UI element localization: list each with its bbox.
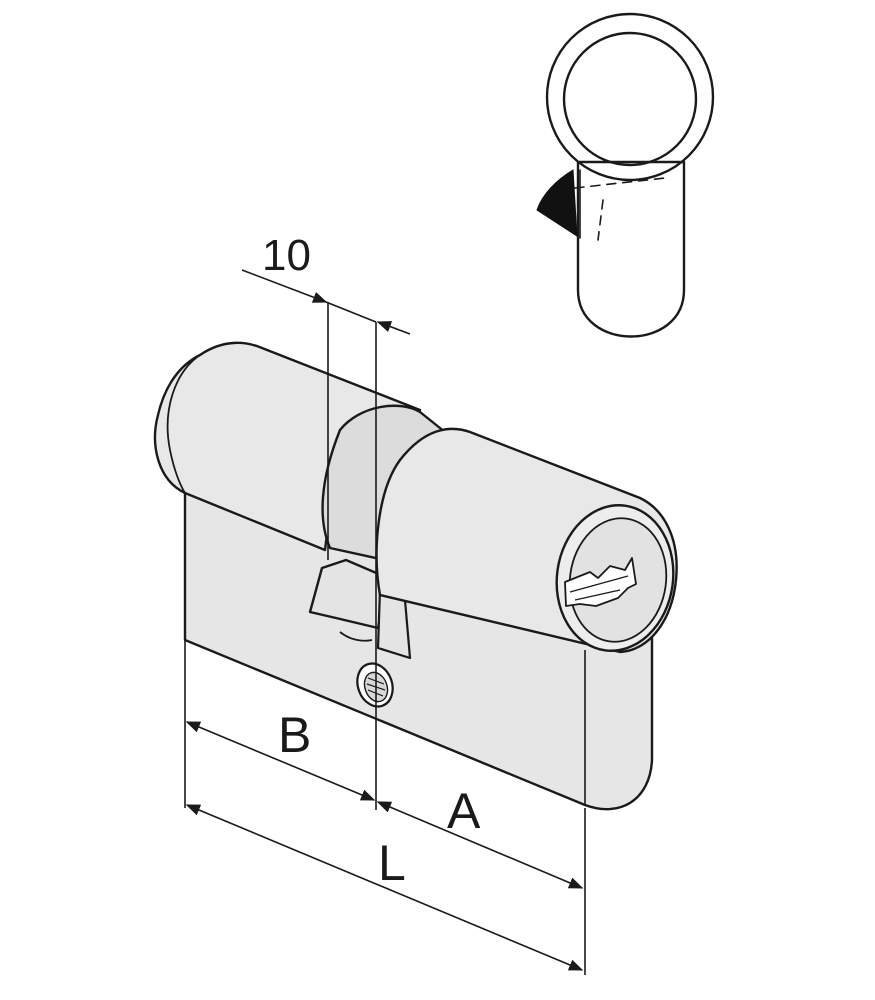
keyway-slot: [564, 557, 637, 607]
lock-cylinder: [153, 341, 678, 811]
dimension-label-b: B: [278, 707, 311, 763]
dimension-label-a: A: [447, 783, 481, 839]
left-barrel: [153, 341, 422, 552]
dimension-label-10: 10: [262, 231, 311, 280]
dimension-label-l: L: [378, 835, 406, 891]
cylinder-profile-icon: [536, 12, 715, 338]
keyway-face: [555, 504, 675, 652]
dimensions: [184, 269, 586, 975]
cam-icon: [536, 169, 578, 237]
